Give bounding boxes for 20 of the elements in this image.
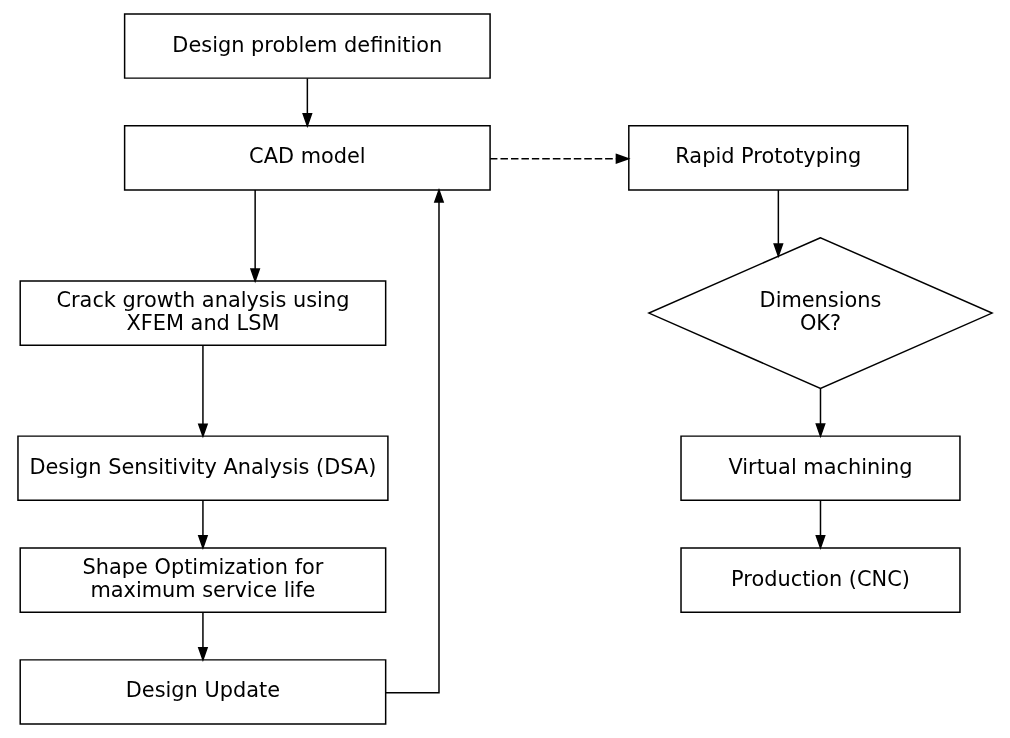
node-box: Crack growth analysis using XFEM and LSM (19, 280, 387, 346)
node-box: Virtual machining (680, 435, 961, 501)
node-box: Design Update (19, 659, 387, 725)
node-box: CAD model (123, 125, 491, 191)
node-diamond: Dimensions OK? (647, 236, 994, 390)
node-box: Design problem definition (123, 13, 491, 79)
arrow (197, 344, 209, 439)
arrow (489, 153, 631, 164)
arrow (302, 77, 313, 128)
arrow (815, 388, 826, 439)
node-box: Rapid Prototyping (628, 125, 909, 191)
node-box: Shape Optimization for maximum service life (19, 547, 387, 613)
arrow (197, 611, 209, 662)
arrow (815, 499, 826, 551)
arrow (385, 187, 445, 694)
node-box: Design Sensitivity Analysis (DSA) (17, 435, 389, 501)
arrow (249, 189, 261, 284)
arrow (773, 189, 784, 259)
node-box: Production (CNC) (680, 547, 961, 613)
arrow (197, 499, 209, 551)
